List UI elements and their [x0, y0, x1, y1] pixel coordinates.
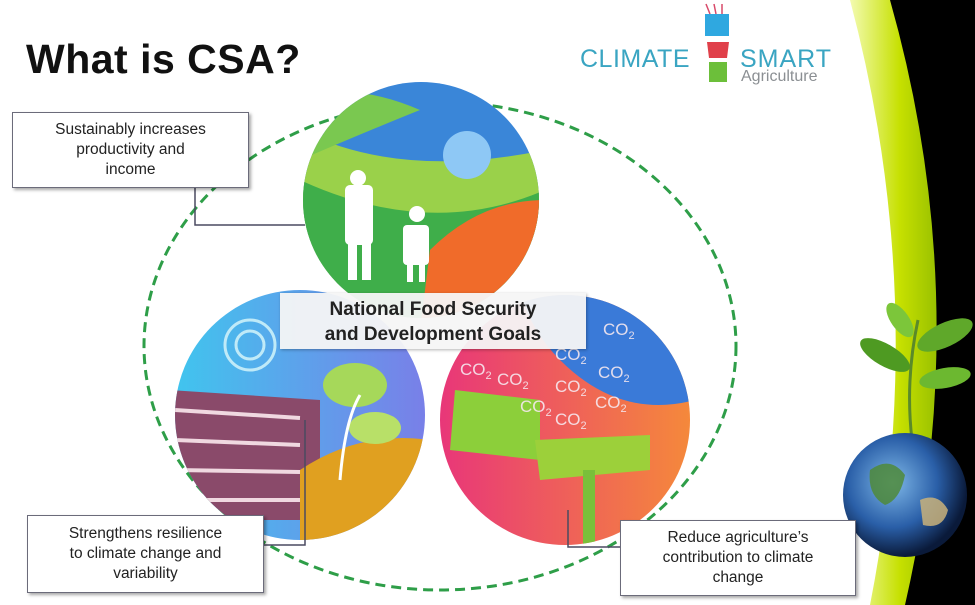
dashed-boundary-circle — [142, 100, 738, 592]
co2-label: CO2 — [520, 397, 552, 419]
co2-label: CO2 — [497, 370, 529, 392]
plant-icon — [860, 302, 973, 441]
logo-text-climate: CLIMATE — [580, 45, 690, 73]
slide-title: What is CSA? — [26, 36, 301, 82]
productivity-illustration — [303, 82, 539, 318]
sun-icon — [443, 131, 491, 179]
callout-text: change — [712, 569, 764, 586]
wind-swirl-icon — [223, 318, 277, 372]
callout-text: contribution to climate — [662, 549, 814, 566]
callout-text: Sustainably increases — [55, 121, 206, 138]
co2-label: CO2 — [598, 363, 630, 385]
center-label-line2: and Development Goals — [324, 324, 542, 345]
center-label-line1: National Food Security — [329, 299, 537, 320]
co2-label: CO2 — [555, 377, 587, 399]
co2-labels: CO2 CO2 CO2 CO2 CO2 CO2 CO2 CO2 CO2 — [460, 320, 635, 432]
callout-text: variability — [113, 565, 178, 582]
co2-label: CO2 — [555, 345, 587, 367]
callout-text: income — [105, 161, 156, 178]
callout-text: to climate change and — [69, 545, 222, 562]
tree-icon — [323, 363, 387, 407]
co2-label: CO2 — [595, 393, 627, 415]
logo-text-smart: SMART — [740, 45, 833, 73]
callout-text: Strengthens resilience — [68, 525, 223, 542]
co2-label: CO2 — [603, 320, 635, 342]
co2-label: CO2 — [555, 410, 587, 432]
callout-productivity: Sustainably increases productivity and i… — [12, 112, 249, 188]
earth-icon — [843, 433, 967, 557]
callout-text: Reduce agriculture’s — [667, 529, 809, 546]
callout-resilience: Strengthens resilience to climate change… — [27, 515, 264, 593]
csa-logo-icon — [705, 3, 729, 82]
callout-mitigation: Reduce agriculture’s contribution to cli… — [620, 520, 856, 596]
co2-label: CO2 — [460, 360, 492, 382]
logo-text-agriculture: Agriculture — [741, 68, 818, 85]
farmers-silhouette-icon — [345, 170, 429, 282]
callout-text: productivity and — [76, 141, 185, 158]
center-goal-label: National Food Security and Development G… — [280, 293, 586, 349]
